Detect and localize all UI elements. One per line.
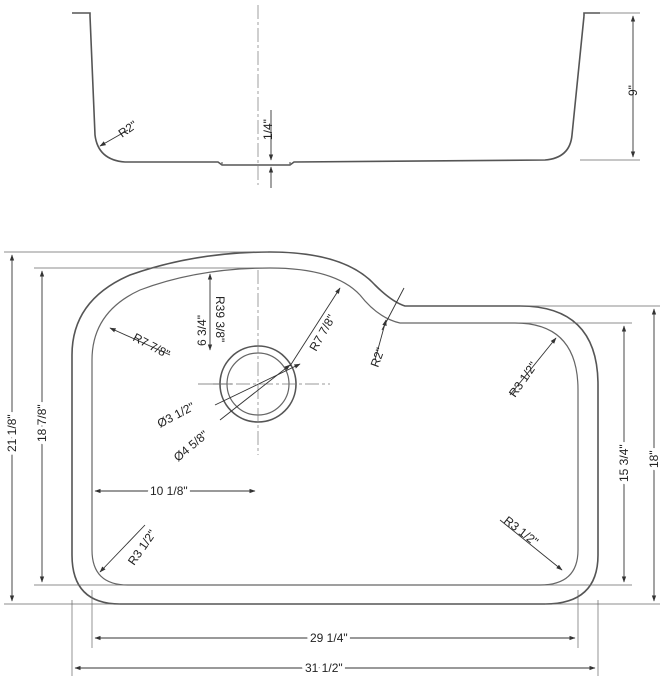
right-bottom-radius-label: R3 1/2": [501, 513, 541, 548]
notch-radius-leader: [289, 287, 341, 367]
drain-offset-label: 6 3/4": [195, 315, 209, 346]
side-rim: [72, 12, 600, 16]
left-corner-radius-label: R7 7/8": [131, 330, 173, 361]
right-outer-depth-label: 18": [647, 450, 660, 468]
drain-inner-diameter-leader: [214, 363, 301, 406]
outer-width-label: 31 1/2": [305, 661, 343, 675]
left-bottom-radius-label: R3 1/2": [125, 527, 159, 567]
left-corner-radius-leader: [109, 327, 171, 356]
inner-width-label: 29 1/4": [310, 631, 348, 645]
top-view: Ø3 1/2" Ø4 5/8" R7 7/8" 6 3/4" R39 3/8" …: [2, 251, 660, 678]
right-inner-depth-label: 15 3/4": [617, 444, 631, 482]
side-radius-label: R2": [116, 118, 140, 141]
side-height-label: 9": [626, 85, 640, 96]
drain-inner-diameter-label: Ø3 1/2": [155, 399, 197, 430]
right-bottom-radius-leader: [499, 519, 563, 571]
drain-outer-diameter-label: Ø4 5/8": [171, 428, 211, 465]
side-radius-leader: [99, 129, 129, 147]
left-bottom-radius-leader: [99, 524, 146, 573]
side-drain-stub: [221, 162, 291, 165]
side-basin-profile: [89, 15, 585, 166]
sink-outer-outline: [71, 251, 599, 605]
side-drain-depth-label: 1/4": [261, 119, 275, 140]
main-radius-label: R39 3/8": [213, 296, 227, 342]
right-top-radius-label: R3 1/2": [506, 359, 540, 399]
drain-outer-diameter-leader: [219, 364, 291, 421]
notch-small-radius-leader: [374, 319, 387, 361]
side-view: R2" 1/4" 9": [72, 5, 640, 188]
drain-from-left-label: 10 1/8": [150, 484, 188, 498]
outer-depth-label: 21 1/8": [5, 414, 19, 452]
right-top-radius-leader: [509, 337, 557, 396]
inner-depth-label: 18 7/8": [35, 404, 49, 442]
notch-small-radius-label: R2": [368, 346, 388, 369]
